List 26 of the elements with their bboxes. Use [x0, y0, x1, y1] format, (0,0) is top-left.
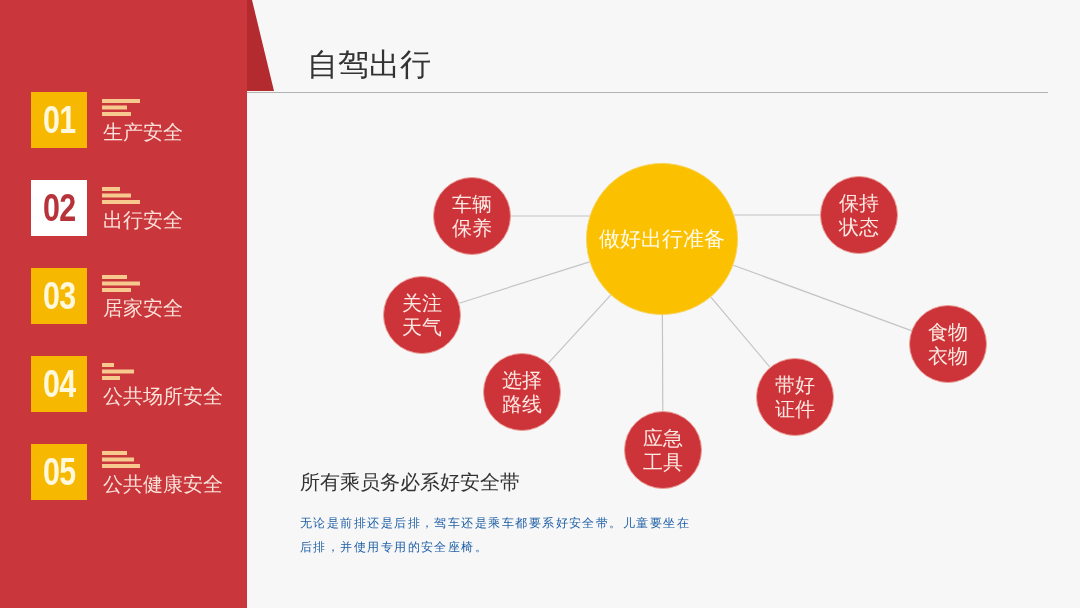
menu-label: 公共场所安全 — [103, 383, 223, 409]
connector-line — [547, 294, 612, 364]
note-heading: 所有乘员务必系好安全带 — [300, 469, 520, 496]
connector-line — [710, 296, 771, 368]
menu-label: 居家安全 — [103, 295, 183, 321]
connector-line — [458, 261, 591, 304]
topic-label: 应急工具 — [642, 426, 684, 474]
menu-label: 生产安全 — [103, 119, 183, 145]
connector-line — [661, 314, 664, 412]
tile-number: 03 — [42, 276, 76, 316]
page-title: 自驾出行 — [307, 45, 431, 84]
tile-number: 04 — [42, 364, 76, 404]
tile-number: 01 — [42, 100, 76, 140]
note-text: 无论是前排还是后排，驾车还是乘车都要系好安全带。儿童要坐在后排，并使用专用的安全座椅。 — [300, 515, 692, 556]
topic-label: 带好证件 — [774, 373, 816, 421]
topic-label: 食物衣物 — [927, 320, 969, 368]
topic-label: 关注天气 — [401, 291, 443, 339]
menu-label: 出行安全 — [103, 207, 183, 233]
connector-line — [732, 264, 912, 332]
topic-label: 车辆保养 — [451, 192, 493, 240]
tile-number: 05 — [42, 452, 76, 492]
menu-label: 公共健康安全 — [103, 471, 223, 497]
tile-number: 02 — [42, 188, 76, 228]
hub-label: 做好出行准备 — [599, 226, 725, 253]
topic-label: 保持状态 — [838, 191, 880, 239]
topic-label: 选择路线 — [501, 368, 543, 416]
